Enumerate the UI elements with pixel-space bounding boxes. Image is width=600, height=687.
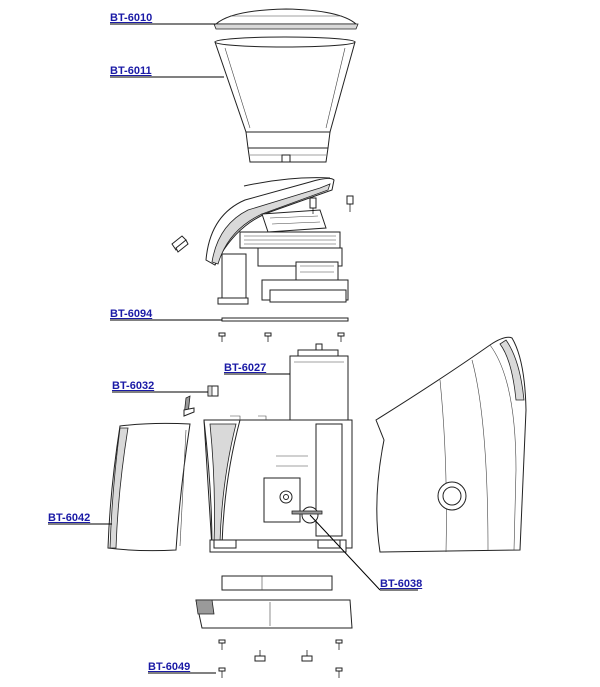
part-label-bt-6049[interactable]: BT-6049 xyxy=(148,661,191,673)
grinder-head-assembly xyxy=(171,177,354,305)
gasket-part xyxy=(221,317,349,322)
base-part xyxy=(195,599,353,629)
part-label-bt-6038[interactable]: BT-6038 xyxy=(380,578,423,590)
part-label-bt-6027[interactable]: BT-6027 xyxy=(224,362,267,374)
main-frame-part xyxy=(203,415,353,553)
leader-lines xyxy=(48,23,418,674)
part-label-bt-6042[interactable]: BT-6042 xyxy=(48,512,91,524)
hopper-part xyxy=(214,36,356,163)
part-label-bt-6032[interactable]: BT-6032 xyxy=(112,380,155,392)
side-housing-part xyxy=(375,336,527,553)
part-label-bt-6010[interactable]: BT-6010 xyxy=(110,12,153,24)
part-label-bt-6094[interactable]: BT-6094 xyxy=(110,308,153,320)
lid-part xyxy=(213,8,359,30)
part-label-bt-6011[interactable]: BT-6011 xyxy=(110,65,152,77)
switch-part xyxy=(183,385,219,417)
bottom-plate-part xyxy=(221,575,333,591)
front-cover-part xyxy=(107,422,191,552)
screws-lower xyxy=(218,639,343,678)
screws-upper xyxy=(218,332,345,342)
